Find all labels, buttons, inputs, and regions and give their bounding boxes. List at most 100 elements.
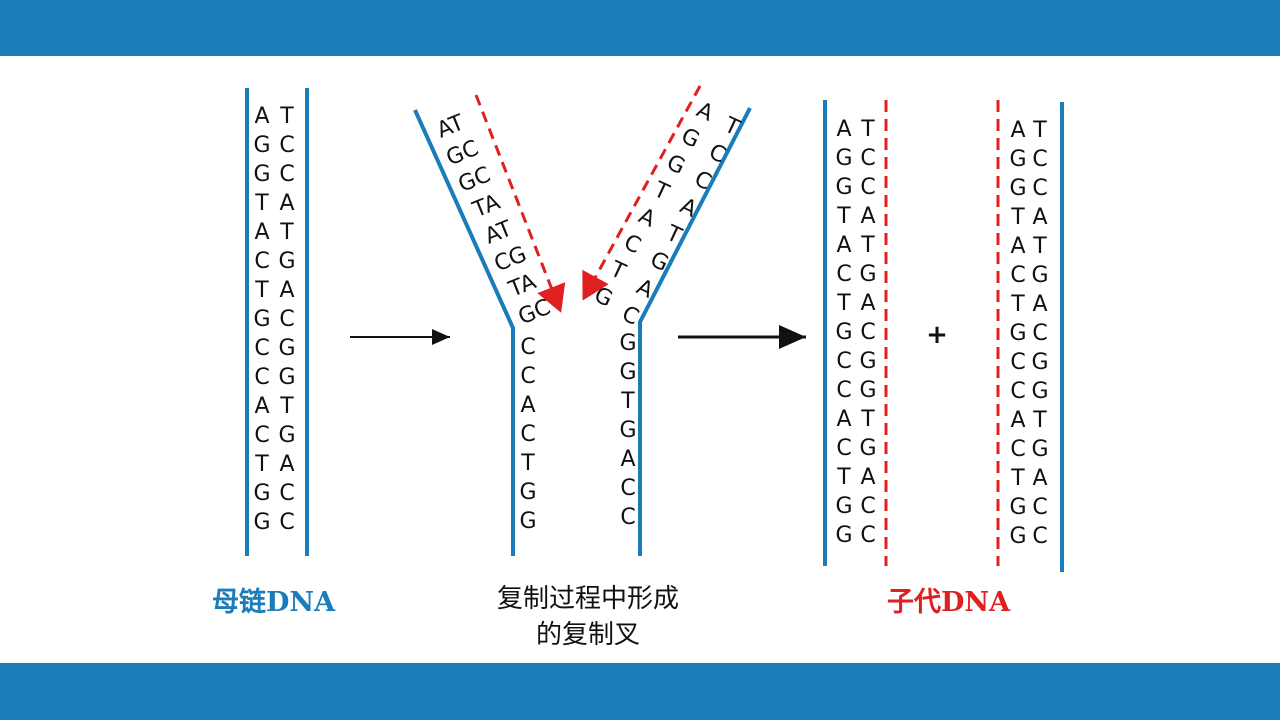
fork-bases: ATGCGCTAATCGTAGCTCCATGACAGGTACTGCCACTGGG… xyxy=(433,98,743,534)
daughter1-base-right: G xyxy=(859,378,876,403)
daughter2-base-left: G xyxy=(1009,176,1026,201)
daughter1-base-left: C xyxy=(836,378,851,403)
parent-base-left: T xyxy=(254,191,269,216)
daughter1-base-right: C xyxy=(860,494,875,519)
parent-base-right: A xyxy=(279,278,294,303)
fork-stem-left-base: C xyxy=(520,422,535,447)
fork-left-arm-pair: TA xyxy=(469,190,504,224)
parent-base-left: A xyxy=(254,220,269,245)
daughter2-base-left: G xyxy=(1009,321,1026,346)
fork-right-arm-base-inner: T xyxy=(649,177,673,206)
fork-stem-left-base: T xyxy=(520,451,535,476)
parent-base-left: C xyxy=(254,423,269,448)
daughter2-base-right: T xyxy=(1032,408,1047,433)
fork-caption-line1: 复制过程中形成 xyxy=(496,584,679,614)
daughter2-base-left: C xyxy=(1010,263,1025,288)
fork-caption: 复制过程中形成 的复制叉 xyxy=(478,581,698,653)
daughter2-base-left: A xyxy=(1010,234,1025,259)
daughter1-base-left: G xyxy=(835,175,852,200)
parent-base-left: A xyxy=(254,104,269,129)
daughter1-base-right: C xyxy=(860,175,875,200)
daughter1-base-right: G xyxy=(859,436,876,461)
parent-base-right: G xyxy=(278,423,295,448)
daughter2-base-left: C xyxy=(1010,350,1025,375)
parent-base-right: G xyxy=(278,336,295,361)
daughter1-base-right: G xyxy=(859,349,876,374)
fork-right-arm-base-inner: A xyxy=(693,98,717,127)
daughter1-base-left: T xyxy=(836,204,851,229)
parent-base-right: A xyxy=(279,452,294,477)
daughter2-base-right: G xyxy=(1031,379,1048,404)
daughter2-base-right: A xyxy=(1032,205,1047,230)
fork-left-arm-pair: AT xyxy=(433,110,468,143)
fork-stem-right-base: A xyxy=(620,447,635,472)
fork-right-arm-base-inner: G xyxy=(590,283,616,313)
fork-stem-right-base: G xyxy=(619,418,636,443)
parent-base-left: T xyxy=(254,278,269,303)
daughter2-base-right: C xyxy=(1032,321,1047,346)
fork-stem-right-base: G xyxy=(619,360,636,385)
fork-left-arm-pair: TA xyxy=(505,269,540,303)
top-banner xyxy=(0,0,1280,56)
daughter1-base-right: T xyxy=(860,407,875,432)
fork-caption-line2: 的复制叉 xyxy=(535,620,640,650)
daughter1-base-left: G xyxy=(835,146,852,171)
parent-base-left: T xyxy=(254,452,269,477)
daughter1-base-left: G xyxy=(835,523,852,548)
daughter1-base-left: T xyxy=(836,291,851,316)
fork-right-arm-base-inner: G xyxy=(663,150,689,180)
parent-base-right: C xyxy=(279,481,294,506)
daughter2-base-left: T xyxy=(1010,466,1025,491)
fork-stem-right-base: G xyxy=(619,331,636,356)
fork-left-strand xyxy=(413,109,515,556)
daughter1-base-right: C xyxy=(860,146,875,171)
fork-stem-left-base: G xyxy=(519,480,536,505)
fork-right-arm-base-inner: T xyxy=(605,257,629,286)
daughter2-base-right: T xyxy=(1032,234,1047,259)
daughter2-base-left: T xyxy=(1010,292,1025,317)
daughter2-base-right: G xyxy=(1031,350,1048,375)
daughter2-base-right: A xyxy=(1032,292,1047,317)
fork-right-arm-base-inner: A xyxy=(635,204,659,233)
parent-base-right: G xyxy=(278,365,295,390)
fork-stem-left-base: G xyxy=(519,509,536,534)
daughter2-base-right: C xyxy=(1032,524,1047,549)
daughter2-base-left: G xyxy=(1009,147,1026,172)
daughter2-base-right: C xyxy=(1032,495,1047,520)
daughter-dna-label: 子代DNA xyxy=(887,587,1011,618)
parent-base-right: T xyxy=(279,104,294,129)
parent-base-left: G xyxy=(253,162,270,187)
daughter1-base-left: G xyxy=(835,320,852,345)
daughter1-base-left: T xyxy=(836,465,851,490)
fork-stem-right-base: C xyxy=(620,476,635,501)
daughter1-base-left: A xyxy=(836,117,851,142)
daughter2-base-left: G xyxy=(1009,495,1026,520)
parent-base-right: C xyxy=(279,307,294,332)
daughter1-base-right: G xyxy=(859,262,876,287)
daughter2-base-right: C xyxy=(1032,147,1047,172)
fork-stem-right-base: T xyxy=(620,389,635,414)
daughter1-base-left: C xyxy=(836,262,851,287)
daughter1-base-right: A xyxy=(860,204,875,229)
parent-base-left: G xyxy=(253,510,270,535)
fork-left-arm-pair: AT xyxy=(481,216,516,249)
parent-base-right: A xyxy=(279,191,294,216)
daughter2-base-right: C xyxy=(1032,176,1047,201)
parent-base-right: T xyxy=(279,394,294,419)
fork-new-strand-right xyxy=(582,85,702,301)
daughter1-base-right: C xyxy=(860,320,875,345)
parent-base-left: G xyxy=(253,481,270,506)
fork-right-arm-base-outer: T xyxy=(661,221,685,250)
daughter2-base-right: G xyxy=(1031,437,1048,462)
parent-base-right: C xyxy=(279,510,294,535)
daughter1-base-right: T xyxy=(860,233,875,258)
plus-sign: + xyxy=(926,320,948,350)
fork-stem-left-base: A xyxy=(520,393,535,418)
daughter2-base-right: A xyxy=(1032,466,1047,491)
parent-base-right: G xyxy=(278,249,295,274)
daughter1-base-right: A xyxy=(860,465,875,490)
daughter1-base-left: C xyxy=(836,436,851,461)
daughter2-base-right: T xyxy=(1032,118,1047,143)
parent-base-left: G xyxy=(253,133,270,158)
